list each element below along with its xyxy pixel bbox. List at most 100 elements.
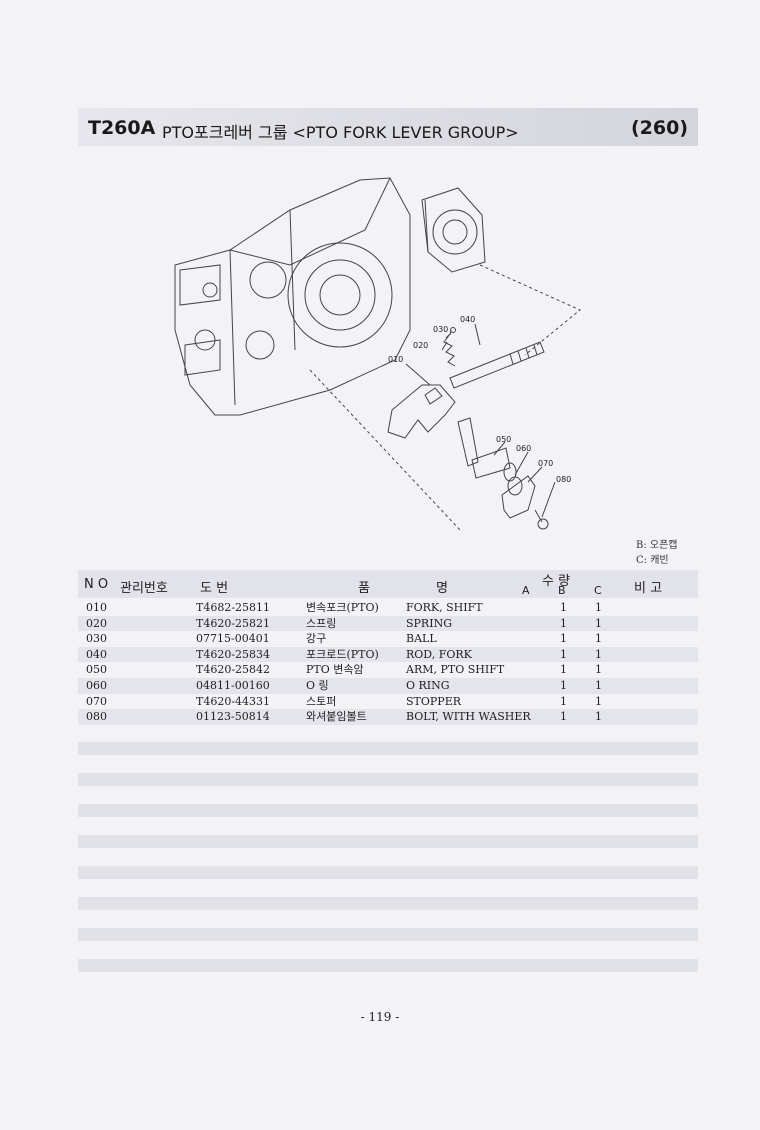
row-qty-b: 1 [560, 678, 567, 692]
row-korean-name: PTO 변속암 [306, 663, 364, 677]
row-qty-b: 1 [560, 694, 567, 708]
row-english-name: O RING [406, 678, 450, 692]
row-qty-b: 1 [560, 710, 567, 724]
callout-010: 010 [388, 355, 403, 364]
row-no: 080 [86, 710, 107, 724]
row-english-name: SPRING [406, 616, 452, 630]
pto-shift-arm [457, 417, 479, 467]
empty-row-stripe [78, 897, 698, 910]
stopper [501, 475, 536, 519]
table-row: 080 01123-50814 와셔붙임볼트 BOLT, WITH WASHER… [78, 709, 698, 725]
row-part-number: T4620-25834 [196, 647, 271, 661]
row-qty-c: 1 [595, 632, 602, 646]
table-row: 060 04811-00160 O 링 O RING 1 1 [78, 677, 698, 694]
table-row: 030 07715-00401 강구 BALL 1 1 [78, 631, 698, 647]
row-korean-name: 와셔붙임볼트 [306, 710, 367, 724]
empty-row-stripe [78, 773, 698, 786]
row-korean-name: 스프링 [306, 616, 337, 630]
row-qty-c: 1 [595, 647, 602, 661]
page-number: - 119 - [360, 1010, 400, 1024]
row-no: 070 [86, 694, 107, 708]
col-mgmt: 관리번호 [120, 581, 168, 596]
row-qty-c: 1 [595, 601, 602, 614]
col-name-right: 명 [436, 581, 448, 596]
row-part-number: T4620-44331 [196, 694, 271, 708]
col-qty-a: A [522, 584, 530, 597]
group-code: T260A [88, 117, 156, 139]
table-row: 020 T4620-25821 스프링 SPRING 1 1 [78, 615, 698, 632]
bolt [534, 509, 543, 523]
table-row: 050 T4620-25842 PTO 변속암 ARM, PTO SHIFT 1… [78, 662, 698, 678]
callout-020: 020 [413, 341, 428, 350]
callout-040: 040 [460, 315, 475, 324]
empty-row-stripe [78, 835, 698, 848]
model-legend: B: 오픈캡 C: 캐빈 [636, 538, 678, 568]
callout-050: 050 [496, 435, 511, 444]
row-qty-c: 1 [595, 710, 602, 724]
row-part-number: T4682-25811 [196, 601, 271, 614]
row-korean-name: 스토퍼 [306, 694, 337, 708]
row-korean-name: 변속포크(PTO) [306, 601, 379, 614]
empty-row-stripe [78, 959, 698, 972]
row-qty-c: 1 [595, 694, 602, 708]
callout-060: 060 [516, 444, 531, 453]
row-no: 010 [86, 601, 107, 614]
row-korean-name: O 링 [306, 678, 329, 692]
row-no: 040 [86, 647, 107, 661]
o-ring [507, 476, 523, 496]
row-english-name: STOPPER [406, 694, 462, 708]
row-qty-c: 1 [595, 616, 602, 630]
row-korean-name: 강구 [306, 632, 327, 646]
row-english-name: BALL [406, 632, 437, 646]
row-no: 030 [86, 632, 107, 646]
legend-b: B: 오픈캡 [636, 540, 678, 551]
row-qty-b: 1 [560, 632, 567, 646]
col-qty: 수 량 [542, 574, 571, 589]
row-part-number: T4620-25821 [196, 616, 271, 630]
group-number: (260) [630, 117, 688, 139]
callout-070: 070 [538, 459, 553, 468]
parts-table-body: 010 T4682-25811 변속포크(PTO) FORK, SHIFT 1 … [78, 600, 698, 725]
row-no: 020 [86, 616, 107, 630]
col-qty-b: B [558, 584, 566, 597]
callout-080: 080 [556, 475, 571, 484]
row-part-number: T4620-25842 [196, 663, 271, 677]
row-qty-b: 1 [560, 663, 567, 677]
row-qty-b: 1 [560, 647, 567, 661]
table-row: 040 T4620-25834 포크로드(PTO) ROD, FORK 1 1 [78, 646, 698, 663]
row-no: 060 [86, 678, 107, 692]
col-no: N O [84, 577, 109, 592]
col-remarks: 비 고 [634, 581, 663, 596]
row-qty-b: 1 [560, 616, 567, 630]
parts-table-header: N O 관리번호 도 번 품 명 수 량 A B C 비 고 [78, 570, 698, 598]
fork-rod [449, 341, 545, 389]
row-qty-c: 1 [595, 663, 602, 677]
shift-fork [387, 384, 456, 439]
spring [443, 333, 456, 367]
rear-cover [421, 187, 486, 273]
empty-row-stripe [78, 866, 698, 879]
callout-030: 030 [433, 325, 448, 334]
row-english-name: BOLT, WITH WASHER [406, 710, 531, 724]
row-part-number: 07715-00401 [196, 632, 270, 646]
row-qty-b: 1 [560, 601, 567, 614]
row-no: 050 [86, 663, 107, 677]
row-english-name: FORK, SHIFT [406, 601, 483, 614]
legend-c: C: 캐빈 [636, 555, 669, 566]
col-qty-c: C [594, 584, 602, 597]
row-qty-c: 1 [595, 678, 602, 692]
empty-row-stripe [78, 928, 698, 941]
group-title: PTO포크레버 그룹 <PTO FORK LEVER GROUP> [162, 123, 519, 142]
row-part-number: 01123-50814 [196, 710, 270, 724]
col-drawing: 도 번 [200, 581, 229, 596]
title-bar [78, 108, 698, 146]
exploded-parts-diagram: 010 020 030 040 050 060 070 080 [174, 177, 581, 531]
row-korean-name: 포크로드(PTO) [306, 647, 379, 661]
empty-row-stripe [78, 804, 698, 817]
row-english-name: ARM, PTO SHIFT [406, 663, 505, 677]
table-row: 070 T4620-44331 스토퍼 STOPPER 1 1 [78, 694, 698, 710]
col-name-left: 품 [358, 581, 370, 596]
row-part-number: 04811-00160 [196, 678, 270, 692]
ball [450, 327, 456, 333]
row-english-name: ROD, FORK [406, 647, 472, 661]
